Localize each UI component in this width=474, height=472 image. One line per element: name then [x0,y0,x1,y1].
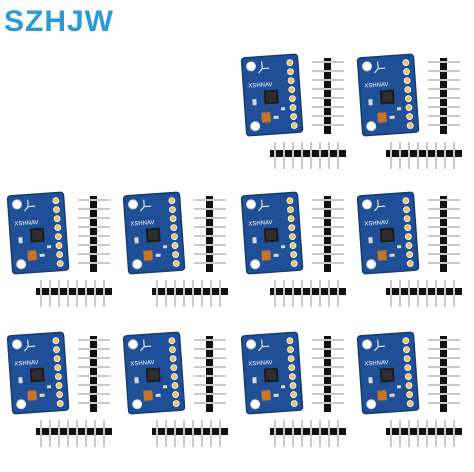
sensor-module-8: XSHNAV [122,330,232,448]
svg-text:XSHNAV: XSHNAV [364,82,389,90]
svg-text:XSHNAV: XSHNAV [364,220,389,228]
sensor-module-6: XSHNAV [356,190,466,308]
svg-text:XSHNAV: XSHNAV [14,360,39,368]
svg-text:XSHNAV: XSHNAV [248,360,273,368]
svg-text:XSHNAV: XSHNAV [130,220,155,228]
sensor-module-10: XSHNAV [356,330,466,448]
sensor-module-3: XSHNAV [6,190,116,308]
brand-logo: SZHJW [4,5,114,38]
sensor-module-1: XSHNAV [240,52,350,170]
svg-text:XSHNAV: XSHNAV [130,360,155,368]
sensor-module-2: XSHNAV [356,52,466,170]
svg-text:XSHNAV: XSHNAV [248,82,273,90]
svg-text:XSHNAV: XSHNAV [364,360,389,368]
sensor-module-7: XSHNAV [6,330,116,448]
sensor-module-4: XSHNAV [122,190,232,308]
sensor-module-9: XSHNAV [240,330,350,448]
svg-text:XSHNAV: XSHNAV [14,220,39,228]
sensor-module-5: XSHNAV [240,190,350,308]
svg-text:XSHNAV: XSHNAV [248,220,273,228]
